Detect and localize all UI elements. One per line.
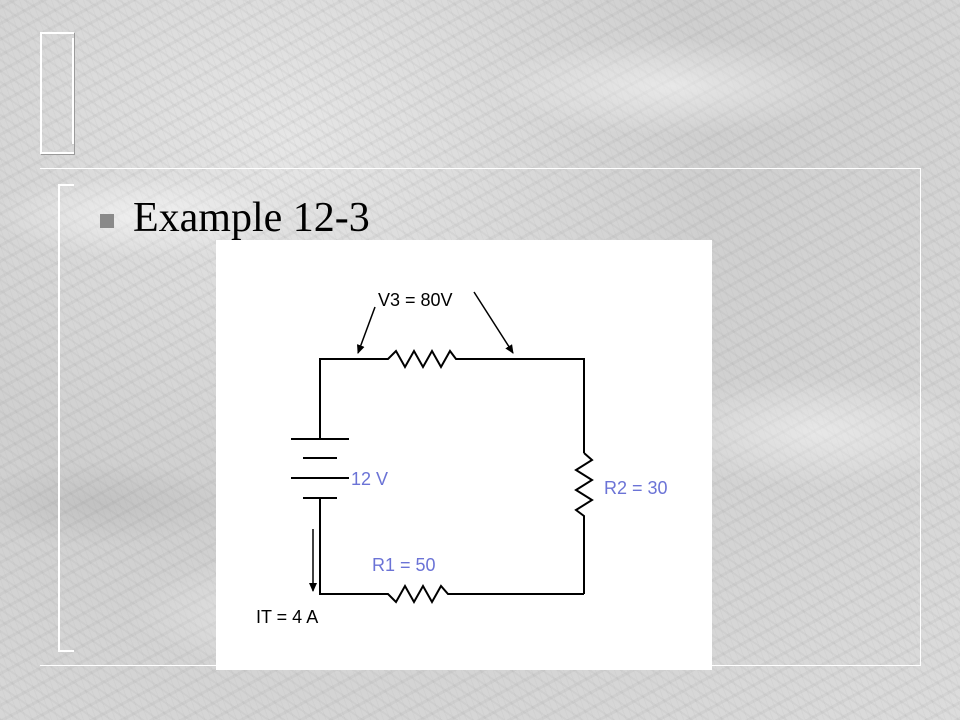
resistor-r2 <box>574 452 594 594</box>
resistor-r1-wire <box>319 498 584 605</box>
slide-heading: Example 12-3 <box>133 195 370 241</box>
label-source-voltage: 12 V <box>351 469 388 489</box>
circuit-svg: V3 = 80V 12 V R2 = 30 R1 = 50 IT = 4 A <box>256 290 668 627</box>
v3-right-arrow <box>473 291 514 354</box>
label-r2: R2 = 30 <box>604 478 668 498</box>
content-frame-left-bracket <box>58 184 74 652</box>
title-frame-decoration <box>40 32 74 154</box>
label-total-current: IT = 4 A <box>256 607 318 627</box>
label-r1: R1 = 50 <box>372 555 436 575</box>
label-v3: V3 = 80V <box>378 290 453 310</box>
bullet-item: Example 12-3 <box>100 192 370 244</box>
v3-left-arrow <box>357 306 376 354</box>
battery-icon <box>291 438 349 499</box>
title-frame-inner-line <box>54 38 74 144</box>
square-bullet-icon <box>100 214 114 228</box>
top-wire <box>319 348 585 453</box>
circuit-diagram: V3 = 80V 12 V R2 = 30 R1 = 50 IT = 4 A <box>216 240 712 670</box>
